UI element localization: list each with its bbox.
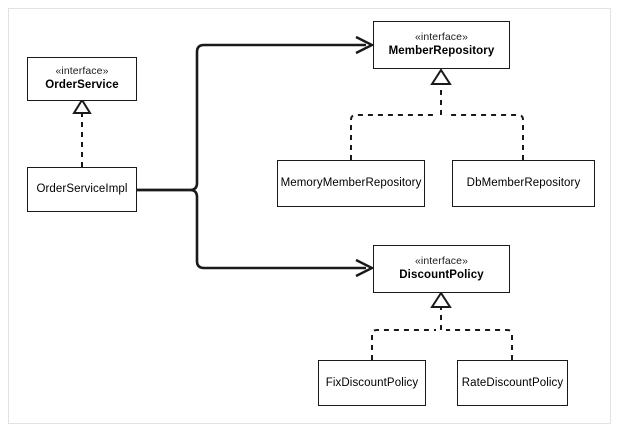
class-name-label: OrderServiceImpl [36, 183, 128, 196]
class-name-label: FixDiscountPolicy [325, 376, 419, 389]
edge-member-repository-triangle [430, 68, 452, 115]
realization-dashed-line [446, 329, 513, 360]
uml-node-memory-member-repository[interactable]: MemoryMemberRepository [277, 160, 425, 207]
uml-node-member-repository[interactable]: «interface» MemberRepository [373, 21, 510, 69]
stereotype-label: «interface» [55, 65, 109, 78]
edge-rate-realizes-discount-policy [446, 329, 513, 360]
edge-memory-realizes-member-repository [350, 114, 436, 160]
stereotype-label: «interface» [414, 31, 469, 44]
hollow-triangle-icon [430, 68, 452, 85]
edge-fix-realizes-discount-policy [371, 329, 436, 360]
class-name-label: MemberRepository [388, 45, 495, 58]
hollow-triangle-icon [430, 291, 452, 308]
edge-impl-uses-discount-policy [137, 188, 375, 278]
realization-dashed-line [446, 114, 524, 160]
open-arrow-icon [355, 258, 375, 278]
uml-node-fix-discount-policy[interactable]: FixDiscountPolicy [318, 360, 426, 406]
class-name-label: MemoryMemberRepository [280, 177, 422, 190]
edge-discount-policy-triangle [430, 291, 452, 330]
uml-node-rate-discount-policy[interactable]: RateDiscountPolicy [457, 360, 568, 406]
uml-node-order-service[interactable]: «interface» OrderService [27, 57, 137, 101]
association-solid-line [137, 188, 366, 270]
class-name-label: RateDiscountPolicy [461, 376, 564, 389]
class-name-label: OrderService [45, 79, 119, 92]
class-name-label: DiscountPolicy [399, 269, 484, 282]
uml-node-db-member-repository[interactable]: DbMemberRepository [452, 160, 595, 207]
uml-node-discount-policy[interactable]: «interface» DiscountPolicy [373, 245, 510, 293]
class-name-label: DbMemberRepository [466, 177, 581, 190]
realization-dashed-line [371, 329, 436, 360]
uml-node-order-service-impl[interactable]: OrderServiceImpl [27, 167, 137, 212]
edge-impl-realizes-order-service [72, 98, 92, 167]
stereotype-label: «interface» [414, 255, 469, 268]
hollow-triangle-icon [72, 98, 92, 114]
realization-dashed-line [350, 114, 436, 160]
open-arrow-icon [355, 35, 375, 55]
edge-db-realizes-member-repository [446, 114, 524, 160]
